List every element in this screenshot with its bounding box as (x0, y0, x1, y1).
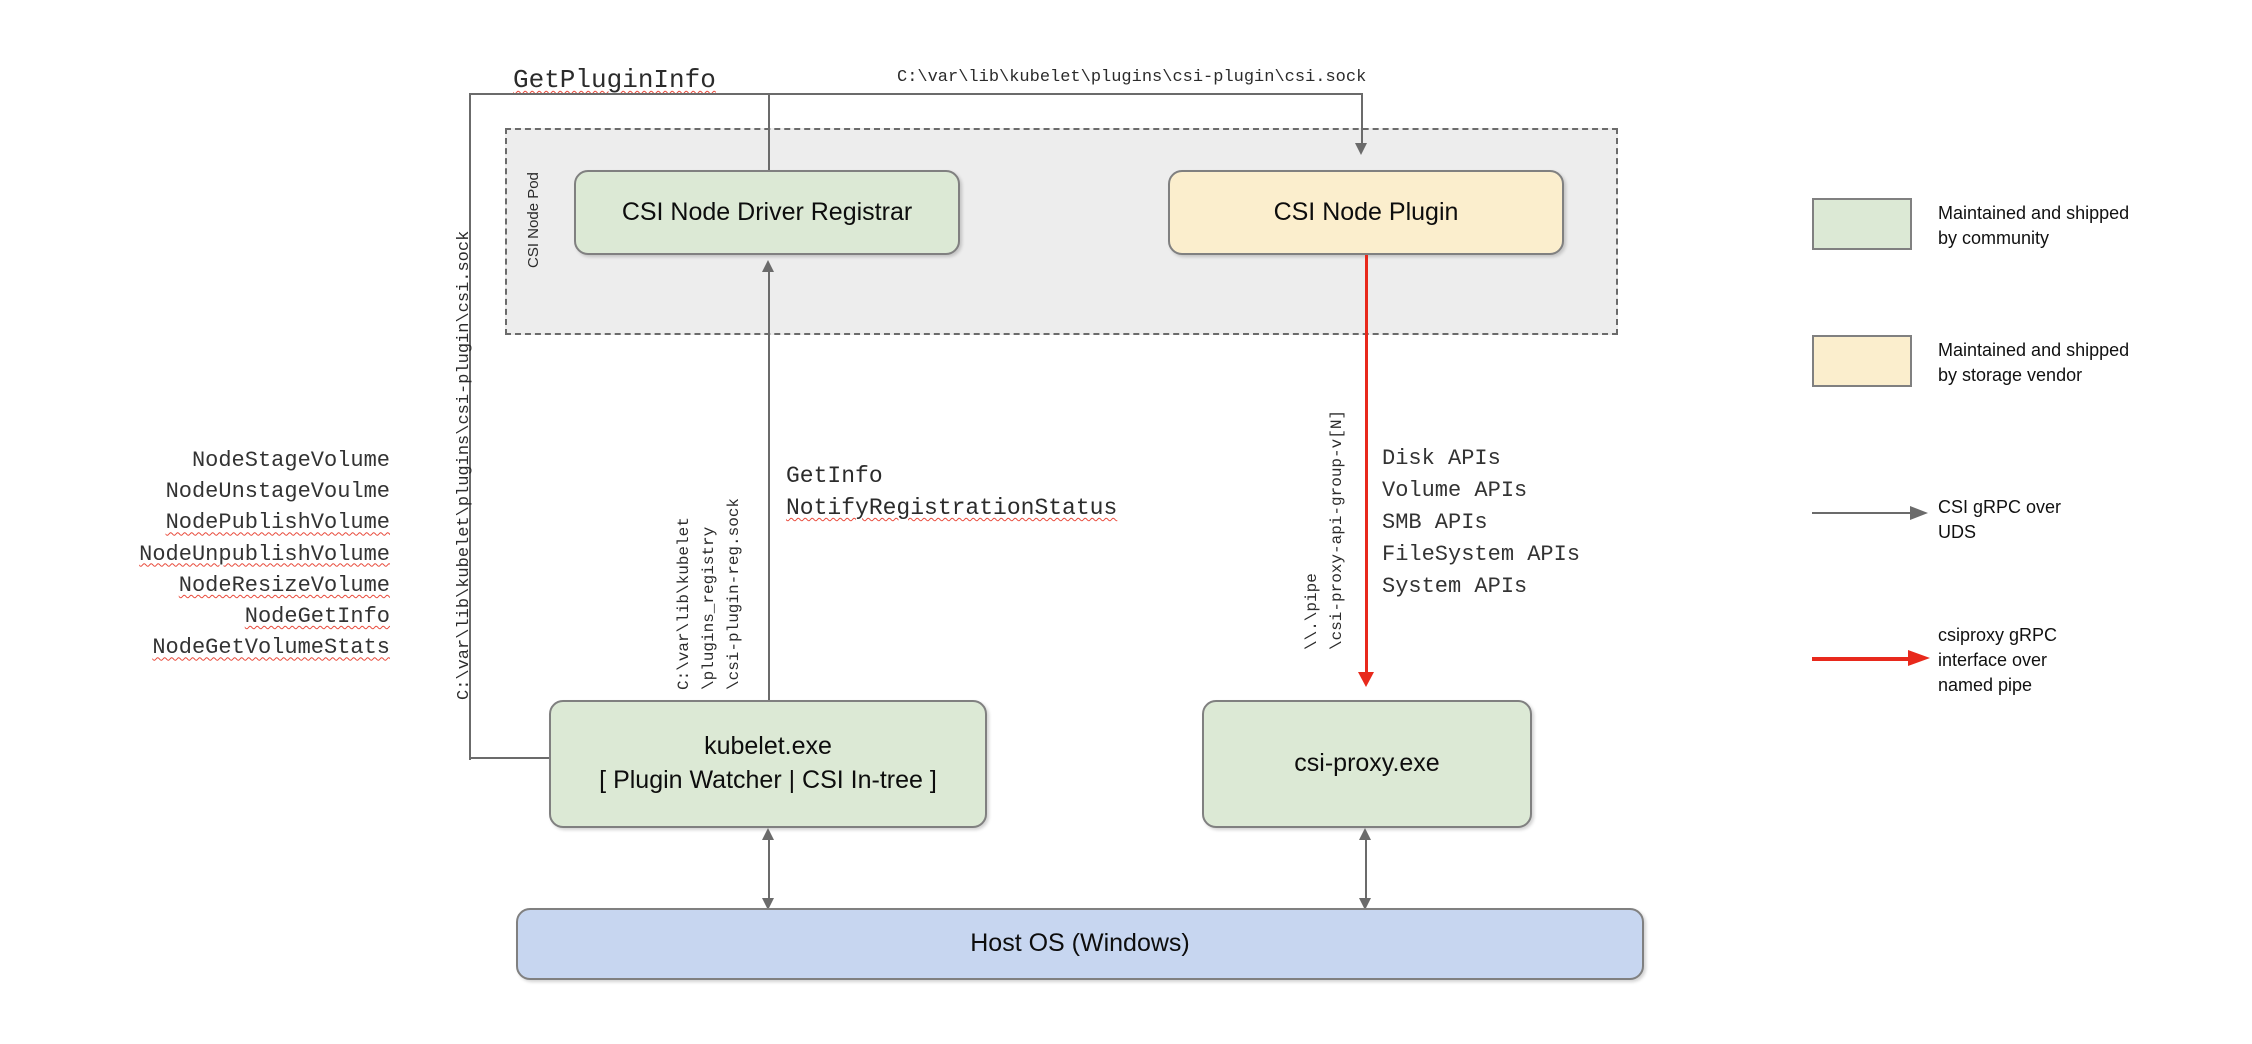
legend-arrow-gray (1812, 506, 1930, 520)
annotation-notify-registration-status: NotifyRegistrationStatus (786, 495, 1118, 521)
node-operation-item: NodeUnpublishVolume (139, 541, 390, 567)
csiproxy-hostos-arrow-down (1359, 898, 1371, 910)
node-operation-item: NodePublishVolume (165, 510, 390, 536)
box-csi-proxy-exe[interactable]: csi-proxy.exe (1202, 700, 1532, 828)
legend-swatch-vendor (1812, 335, 1912, 387)
legend-label-csi-grpc-uds: CSI gRPC over UDS (1938, 497, 2062, 542)
kubelet-hostos-arrow-up (762, 828, 774, 840)
box-csi-node-driver-registrar-label: CSI Node Driver Registrar (621, 197, 913, 226)
get-plugin-info-path-frame (469, 93, 771, 760)
legend-label-community: Maintained and shipped by community (1938, 203, 2130, 248)
annotation-registry-path-line2: \plugins_registry (700, 526, 718, 690)
box-csi-node-driver-registrar[interactable]: CSI Node Driver Registrar (574, 170, 960, 255)
box-kubelet-exe[interactable]: kubelet.exe [ Plugin Watcher | CSI In-tr… (549, 700, 987, 828)
annotation-registry-path-line3: \csi-plugin-reg.sock (725, 497, 743, 690)
legend-label-vendor: Maintained and shipped by storage vendor (1938, 340, 2130, 385)
node-operation-item: NodeStageVolume (191, 448, 390, 473)
legend-swatch-community (1812, 198, 1912, 250)
box-kubelet-exe-label-line2: [ Plugin Watcher | CSI In-tree ] (599, 766, 937, 794)
box-csi-proxy-exe-label: csi-proxy.exe (1294, 749, 1440, 778)
proxy-api-item: SMB APIs (1382, 509, 1488, 535)
csiproxy-grpc-connector (1365, 255, 1368, 675)
box-csi-node-plugin-label: CSI Node Plugin (1273, 197, 1459, 226)
csiproxy-hostos-arrow-up (1359, 828, 1371, 840)
legend-arrow-red (1812, 650, 1930, 668)
registrar-bottom-arrowhead (762, 260, 774, 272)
annotation-registry-path-line1: C:\var\lib\kubelet (675, 517, 693, 690)
csi-node-pod-label: CSI Node Pod (525, 172, 542, 268)
proxy-api-item: Disk APIs (1382, 446, 1501, 471)
node-plugin-top-connector (1361, 93, 1363, 145)
legend-arrow-gray-head (1910, 506, 1928, 520)
legend-arrow-gray-shaft (1812, 512, 1912, 514)
node-operation-item: NodeGetInfo (244, 604, 390, 630)
legend-arrow-red-head (1908, 650, 1930, 666)
proxy-apis-list: Disk APIs Volume APIs SMB APIs FileSyste… (1382, 443, 1580, 602)
proxy-api-item: FileSystem APIs (1382, 541, 1581, 567)
node-operations-list: NodeStageVolume NodeUnstageVoulme NodePu… (100, 445, 390, 664)
node-operation-item: NodeResizeVolume (178, 572, 390, 598)
node-operation-item: NodeGetVolumeStats (152, 635, 390, 661)
box-host-os[interactable]: Host OS (Windows) (516, 908, 1644, 980)
annotation-csi-sock-path-left: C:\var\lib\kubelet\plugins\csi-plugin\cs… (455, 230, 474, 700)
annotation-pipe-path-line2: \csi-proxy-api-group-v[N] (1328, 409, 1346, 650)
csiproxy-hostos-connector (1365, 840, 1367, 900)
csiproxy-grpc-arrowhead (1358, 672, 1374, 687)
registrar-top-connector (768, 93, 770, 183)
csi-sock-top-path (768, 93, 1363, 95)
kubelet-hostos-connector (768, 840, 770, 900)
node-plugin-top-arrowhead (1355, 143, 1367, 155)
node-operation-item: NodeUnstageVoulme (165, 479, 390, 505)
kubelet-hostos-arrow-down (762, 898, 774, 910)
legend-label-csiproxy-grpc: csiproxy gRPC interface over named pipe (1938, 625, 2058, 695)
annotation-getinfo: GetInfo (786, 463, 883, 489)
annotation-get-plugin-info: GetPluginInfo (513, 65, 716, 95)
proxy-api-item: System APIs (1382, 573, 1528, 599)
annotation-csi-sock-path-top: C:\var\lib\kubelet\plugins\csi-plugin\cs… (897, 68, 1367, 87)
box-kubelet-exe-label-line1: kubelet.exe (704, 732, 832, 761)
legend-arrow-red-shaft (1812, 657, 1912, 661)
get-plugin-info-path-bottom (469, 757, 551, 759)
proxy-api-item: Volume APIs (1382, 477, 1528, 503)
box-host-os-label: Host OS (Windows) (970, 929, 1190, 958)
box-csi-node-plugin[interactable]: CSI Node Plugin (1168, 170, 1564, 255)
annotation-pipe-path-line1: \\.\pipe (1303, 573, 1321, 650)
registrar-kubelet-connector (768, 272, 770, 702)
